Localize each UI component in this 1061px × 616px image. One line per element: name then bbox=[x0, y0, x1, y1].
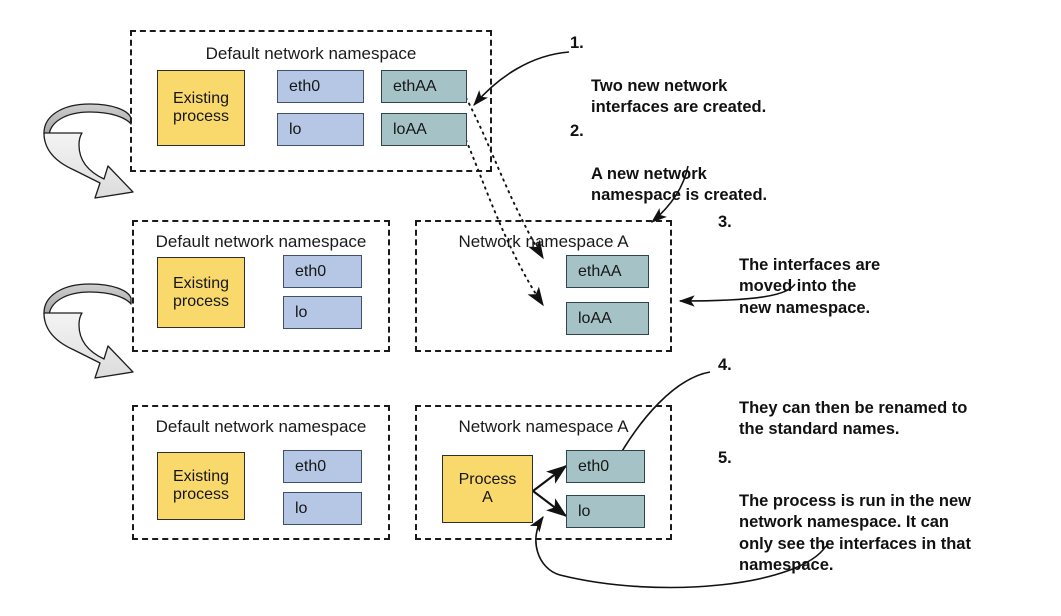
row1-existing-process-box: Existing process bbox=[157, 70, 245, 146]
row2-ethAA-box: ethAA bbox=[566, 255, 649, 288]
row3-process-a-box: Process A bbox=[442, 455, 533, 523]
step-4-text: They can then be renamed to the standard… bbox=[739, 398, 968, 439]
row2-namespace-a-container: Network namespace A bbox=[415, 220, 672, 352]
step-1-text: Two new network interfaces are created. bbox=[591, 76, 767, 117]
row1-lo-label: lo bbox=[289, 120, 302, 138]
row1-loAA-box: loAA bbox=[381, 113, 467, 146]
row2-eth0-label: eth0 bbox=[295, 262, 327, 280]
row2-namespace-a-title: Network namespace A bbox=[458, 232, 629, 251]
row2-default-namespace-title: Default network namespace bbox=[155, 232, 367, 251]
row3-namespace-a-container: Network namespace A bbox=[415, 405, 672, 540]
step-1-callout: 1. Two new network interfaces are create… bbox=[570, 33, 766, 140]
step-2-number: 2. bbox=[570, 122, 584, 140]
row1-loAA-label: loAA bbox=[393, 120, 427, 138]
step-5-text: The process is run in the new network na… bbox=[739, 491, 971, 575]
row3-process-a-line1: Process bbox=[458, 471, 517, 489]
row3-eth0-label: eth0 bbox=[295, 457, 327, 475]
row2-lo-box: lo bbox=[283, 296, 362, 329]
step-3-callout: 3. The interfaces are moved into the new… bbox=[718, 212, 880, 341]
row2-lo-label: lo bbox=[295, 303, 308, 321]
step-4-callout: 4. They can then be renamed to the stand… bbox=[718, 355, 967, 462]
row3-lo-box: lo bbox=[283, 492, 362, 525]
row2-existing-process-line1: Existing bbox=[172, 274, 230, 292]
row3-eth0-new-box: eth0 bbox=[566, 450, 645, 483]
row1-namespace-title: Default network namespace bbox=[205, 44, 417, 63]
step-1-number: 1. bbox=[570, 34, 584, 52]
row3-lo-label: lo bbox=[295, 499, 308, 517]
row2-default-namespace-container: Default network namespace bbox=[132, 220, 390, 352]
row1-default-namespace-container: Default network namespace bbox=[130, 30, 492, 172]
row3-process-a-line2: A bbox=[482, 489, 493, 506]
step-3-text: The interfaces are moved into the new na… bbox=[739, 255, 881, 317]
row1-ethAA-box: ethAA bbox=[381, 70, 467, 103]
row1-eth0-box: eth0 bbox=[277, 70, 364, 103]
row3-default-namespace-title: Default network namespace bbox=[155, 417, 367, 436]
row2-loAA-label: loAA bbox=[578, 309, 612, 327]
row1-lo-box: lo bbox=[277, 113, 364, 146]
row2-existing-process-box: Existing process bbox=[157, 257, 245, 328]
row3-eth0-new-label: eth0 bbox=[578, 457, 610, 475]
step-5-number: 5. bbox=[718, 449, 732, 467]
step-3-number: 3. bbox=[718, 213, 732, 231]
row2-ethAA-label: ethAA bbox=[578, 262, 622, 280]
loop-ribbon-arrow-1 bbox=[43, 103, 134, 199]
row3-lo-new-box: lo bbox=[566, 495, 645, 528]
row1-existing-process-line2: process bbox=[172, 108, 230, 125]
row3-default-namespace-container: Default network namespace bbox=[132, 405, 390, 540]
step-2-callout: 2. A new network namespace is created. bbox=[570, 121, 767, 228]
row1-ethAA-label: ethAA bbox=[393, 77, 437, 95]
step-5-callout: 5. The process is run in the new network… bbox=[718, 448, 971, 598]
row3-existing-process-line2: process bbox=[172, 486, 230, 503]
row3-lo-new-label: lo bbox=[578, 502, 591, 520]
row1-eth0-label: eth0 bbox=[289, 77, 321, 95]
row2-existing-process-line2: process bbox=[172, 292, 230, 310]
step-2-text: A new network namespace is created. bbox=[591, 164, 768, 205]
row3-existing-process-line1: Existing bbox=[172, 468, 230, 486]
row2-eth0-box: eth0 bbox=[283, 255, 362, 288]
row3-eth0-box: eth0 bbox=[283, 450, 362, 483]
step-4-number: 4. bbox=[718, 356, 732, 374]
loop-ribbon-arrow-2 bbox=[43, 283, 134, 379]
row3-existing-process-box: Existing process bbox=[157, 452, 245, 520]
row2-loAA-box: loAA bbox=[566, 302, 649, 335]
row3-namespace-a-title: Network namespace A bbox=[458, 417, 629, 436]
row1-existing-process-line1: Existing bbox=[172, 90, 230, 108]
